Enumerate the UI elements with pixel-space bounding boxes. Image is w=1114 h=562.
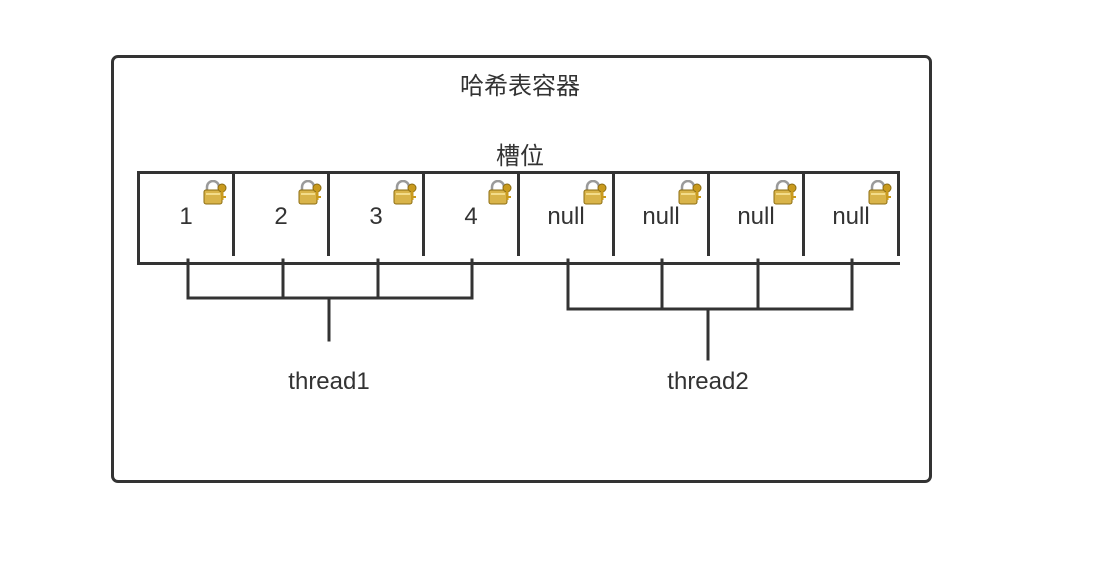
slot-5: null <box>615 174 710 256</box>
slots-title: 槽位 <box>496 142 544 170</box>
slot-7: null <box>805 174 900 256</box>
slot-value: null <box>642 203 680 230</box>
lock-icon <box>298 180 322 205</box>
slot-6: null <box>710 174 805 256</box>
slot-1: 2 <box>235 174 330 256</box>
slot-2: 3 <box>330 174 425 256</box>
slot-4: null <box>520 174 615 256</box>
container-title: 哈希表容器 <box>460 72 580 100</box>
slot-value: null <box>547 203 585 230</box>
lock-icon <box>773 180 797 205</box>
thread2-label: thread2 <box>667 368 749 395</box>
thread1-label: thread1 <box>288 368 370 395</box>
slot-3: 4 <box>425 174 520 256</box>
slot-value: 1 <box>179 203 193 230</box>
slot-value: 2 <box>274 203 288 230</box>
slot-value: 3 <box>369 203 383 230</box>
lock-icon <box>868 180 892 205</box>
lock-icon <box>583 180 607 205</box>
slot-value: null <box>737 203 775 230</box>
lock-icon <box>393 180 417 205</box>
hash-table-container <box>111 55 932 483</box>
slot-value: null <box>832 203 870 230</box>
lock-icon <box>203 180 227 205</box>
lock-icon <box>678 180 702 205</box>
slots-row: 1 2 3 <box>137 171 900 265</box>
lock-icon <box>488 180 512 205</box>
slot-0: 1 <box>140 174 235 256</box>
slot-value: 4 <box>464 203 478 230</box>
